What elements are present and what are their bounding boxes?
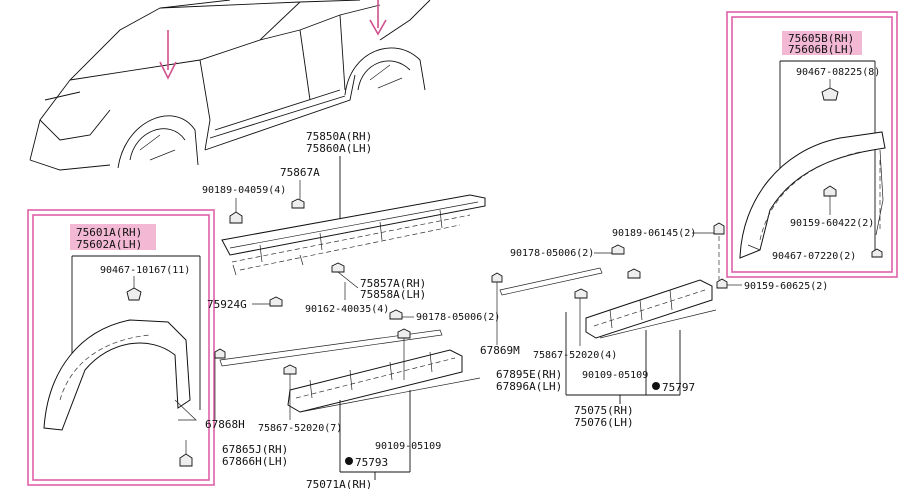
part-67868h-label: 67868H	[205, 418, 245, 431]
rear-lower-molding-group: 90189-06145(2) 90178-05006(2) 90159-6062…	[480, 222, 828, 429]
part-75867-52020-7-label: 75867-52020(7)	[258, 423, 342, 434]
clip-icon	[214, 348, 226, 359]
rear-arch-molding-box: 75605B(RH) 75606B(LH) 90467-08225(8) 901…	[726, 11, 898, 278]
part-75793-label: 75793	[355, 456, 388, 469]
part-90178-05006-label: 90178-05006(2)	[416, 312, 500, 323]
part-67896a-label: 67896A(LH)	[496, 380, 562, 393]
screw-icon	[823, 185, 837, 197]
rocker-molding-group: 75850A(RH) 75860A(LH) 75867A 90189-04059…	[202, 130, 500, 323]
part-90159-60625-label: 90159-60625(2)	[744, 281, 828, 292]
molding-lh-label: 75860A(LH)	[306, 142, 372, 155]
clip-icon	[871, 248, 883, 258]
included-marker-icon	[652, 382, 660, 390]
front-arch-arrow-icon	[159, 30, 177, 80]
part-67865j-label: 67865J(RH)	[222, 443, 288, 456]
lower-molding-group: 67868H 75867-52020(7) 67865J(RH) 67866H(…	[205, 328, 481, 489]
rear-arch-molding-part	[739, 131, 886, 259]
part-75858a-lh-label: 75858A(LH)	[360, 288, 426, 301]
part-75075-label: 75075(RH)	[574, 404, 634, 417]
part-75076-label: 75076(LH)	[574, 416, 634, 429]
part-75924g-label: 75924G	[207, 298, 247, 311]
molding-rh-label: 75850A(RH)	[306, 130, 372, 143]
part-90109-05109-b-label: 90109-05109	[582, 370, 648, 381]
part-67866h-label: 67866H(LH)	[222, 455, 288, 468]
clip-90467-08225-label: 90467-08225(8)	[796, 67, 880, 78]
screw-icon	[716, 278, 728, 289]
front-arch-lh-label: 75602A(LH)	[76, 238, 142, 251]
clip-90467-07220-label: 90467-07220(2)	[772, 251, 856, 262]
clip-icon	[269, 296, 283, 307]
part-90162-40035-label: 90162-40035(4)	[305, 304, 389, 315]
clip-icon	[126, 287, 142, 301]
clip-icon	[229, 211, 243, 224]
clip-icon	[291, 198, 305, 209]
vehicle-illustration	[29, 0, 431, 171]
part-75857a-rh-label: 75857A(RH)	[360, 277, 426, 290]
rear-arch-lh-label: 75606B(LH)	[788, 43, 854, 56]
clip-icon	[389, 309, 403, 320]
part-90109-05109-a-label: 90109-05109	[375, 441, 441, 452]
part-90189-04059-label: 90189-04059(4)	[202, 185, 286, 196]
front-arch-molding-box: 75601A(RH) 75602A(LH) 90467-10167(11)	[27, 209, 215, 486]
part-75867a-label: 75867A	[280, 166, 320, 179]
rear-arch-arrow-icon	[369, 0, 387, 36]
rear-lower-molding-part	[585, 279, 713, 339]
clip-icon	[283, 364, 297, 375]
clip-icon	[397, 328, 411, 339]
screw-90159-60422-label: 90159-60422(2)	[790, 218, 874, 229]
lower-molding-part	[287, 349, 463, 413]
part-75867-52020-4-label: 75867-52020(4)	[533, 350, 617, 361]
clip-icon	[574, 288, 588, 299]
clip-90467-10167-label: 90467-10167(11)	[100, 265, 190, 276]
clip-icon	[821, 87, 839, 101]
clip-icon	[491, 272, 503, 283]
part-67869m-label: 67869M	[480, 344, 520, 357]
part-67895e-label: 67895E(RH)	[496, 368, 562, 381]
clip-icon	[331, 262, 345, 273]
clip-icon	[713, 222, 725, 235]
included-marker-icon	[345, 457, 353, 465]
rear-arch-rh-label: 75605B(RH)	[788, 32, 854, 45]
part-90189-06145-label: 90189-06145(2)	[612, 228, 696, 239]
part-75797-label: 75797	[662, 381, 695, 394]
screw-icon	[179, 453, 193, 467]
front-arch-rh-label: 75601A(RH)	[76, 226, 142, 239]
clip-icon	[611, 244, 625, 255]
part-75071a-label: 75071A(RH)	[306, 478, 372, 489]
part-90178-05006-b-label: 90178-05006(2)	[510, 248, 594, 259]
clip-icon	[627, 268, 641, 279]
front-arch-molding-part	[43, 319, 191, 431]
